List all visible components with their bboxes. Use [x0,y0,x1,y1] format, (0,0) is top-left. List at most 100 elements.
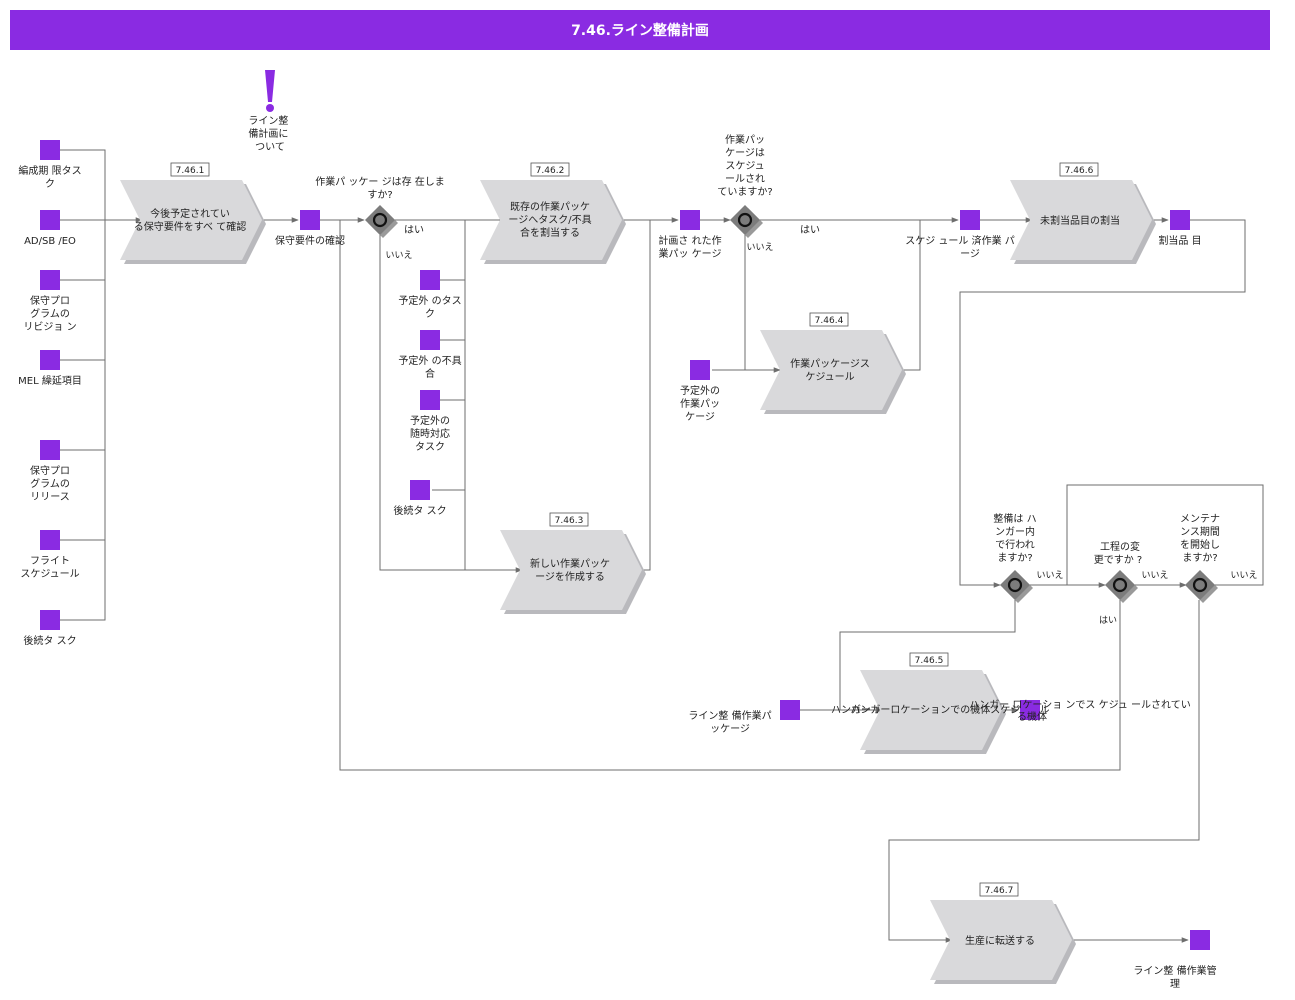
connector-input-1 [60,149,106,220]
page-title: 7.46.ライン整備計画 [10,10,1270,50]
object-label: 割当品 目 [1158,234,1201,247]
assigned-items-object[interactable] [1170,210,1190,230]
gateway-question: メンテナンス期間を開始しますか? [1180,513,1220,564]
scheduled-aircraft-object[interactable] [1020,700,1040,720]
input-objects: 編成期 限タスク AD/SB /EO 保守プログラムのリビジョ ン MEL 繰延… [18,140,82,647]
object-label: 予定外の随時対応タスク [410,414,450,453]
gateway-g2[interactable]: 作業パッケージはスケジュールされていますか? はい いいえ [717,133,820,253]
object-label: ライン整 備作業パッケージ [688,709,771,735]
gateway-g5[interactable]: メンテナンス期間を開始しますか? いいえ [1180,513,1258,603]
planned-package-object[interactable] [680,210,700,230]
gateway-g3[interactable]: 整備は ハンガー内で行われますか? いいえ [993,512,1064,603]
process-ref-label: 7.46.7 [985,886,1014,896]
input-label: MEL 繰延項目 [18,374,82,387]
line-mgmt-object[interactable] [1190,930,1210,950]
gateway-g1[interactable]: 作業パ ッケー ジは存 在しますか? はい いいえ [315,175,445,261]
intermediate-objects: 保守要件の確認 予定外 のタスク 予定外 の不具合 予定外の随時対応タスク 後続… [275,210,1217,990]
input-label: 保守プログラムのリビジョ ン [23,294,76,333]
object-label: 予定外の作業パッケージ [680,384,720,423]
gateway-circle-icon [1192,577,1208,593]
object-label: 予定外 の不具合 [398,354,461,380]
process-7-46-1[interactable]: 7.46.1 今後予定されている保守要件をすべ て確認 [120,162,266,264]
scheduled-package-object[interactable] [960,210,980,230]
input-object-square[interactable] [40,350,60,370]
note-line: 備計画に [248,127,288,140]
gateway-question: 工程の変更ですか ? [1094,540,1143,566]
note-line: ついて [255,142,285,153]
gateway-no-label: いいえ [746,242,773,253]
process-ref-label: 7.46.2 [536,166,565,176]
input-object-square[interactable] [40,440,60,460]
exclamation-dot [266,104,274,112]
process-label: 今後予定されている保守要件をすべ て確認 [134,207,246,233]
process-label: 生産に転送する [965,934,1035,947]
note-line: ライン整 [248,114,288,127]
process-ref-label: 7.46.3 [555,516,584,526]
process-label: 既存の作業パッケージへタスク/不具合を割当する [508,200,591,239]
follow-task-object[interactable] [410,480,430,500]
input-object-square[interactable] [40,530,60,550]
connector-loop-bottom [339,220,1121,771]
exclamation-icon [265,70,275,102]
unplanned-defect-object[interactable] [420,330,440,350]
maint-confirm-object[interactable] [300,210,320,230]
hangar-label: ハンガー [831,704,871,716]
process-7-46-6[interactable]: 7.46.6 未割当品目の割当 [1010,162,1156,264]
gateway-question: 整備は ハンガー内で行われますか? [993,512,1036,564]
connector-g1-no [379,234,523,573]
gateway-yes-label: はい [404,224,424,236]
connector-g5-yes [888,600,1200,943]
process-7-46-5[interactable]: 7.46.5 ハンガーロケーションでの機体スケジュール [850,652,1050,754]
process-7-46-7[interactable]: 7.46.7 生産に転送する [930,882,1076,984]
input-label: 後続タ スク [23,634,76,647]
input-label: 編成期 限タスク [18,164,81,190]
object-label: 計画さ れた作業パッ ケージ [658,234,721,260]
object-label: 予定外 のタスク [398,294,461,320]
input-object-square[interactable] [40,210,60,230]
connector-assigned-to-g3 [959,219,1246,588]
input-label: フライトスケジュール [20,555,79,580]
process-7-46-3[interactable]: 7.46.3 新しい作業パッケージを作成する [500,512,646,614]
process-label: 未割当品目の割当 [1040,214,1120,227]
gateway-question: 作業パ ッケー ジは存 在しますか? [315,175,445,201]
gateway-circle-icon [737,212,753,228]
input-object-square[interactable] [40,140,60,160]
process-7-46-4[interactable]: 7.46.4 作業パッケージスケジュール [760,312,906,414]
process-ref-label: 7.46.4 [815,316,844,326]
input-object-square[interactable] [40,270,60,290]
connector-7464-up [902,220,921,371]
connector-7463-to-package [642,220,651,571]
gateway-circle-icon [1007,577,1023,593]
gateway-yes-label: はい [1099,615,1117,626]
line-package-object[interactable] [780,700,800,720]
connector-g5-no [1066,484,1264,586]
object-label: 保守要件の確認 [275,234,345,247]
unplanned-package-object[interactable] [690,360,710,380]
process-7-46-2[interactable]: 7.46.2 既存の作業パッケージへタスク/不具合を割当する [480,162,626,264]
input-object-square[interactable] [40,610,60,630]
process-label: 新しい作業パッケージを作成する [530,557,610,583]
unplanned-task-object[interactable] [420,270,440,290]
object-label: ハンガー ロケーショ ンでス ケジュ ールされている機体 [969,699,1191,723]
svg-text:ライン整 備計画に ついて: ライン整 備計画に ついて [248,114,291,153]
unplanned-adhoc-object[interactable] [420,390,440,410]
gateway-no-label: いいえ [1230,570,1257,581]
gateway-circle-icon [1112,577,1128,593]
note-annotation[interactable]: ライン整 備計画に ついて [248,70,291,153]
input-label: AD/SB /EO [24,236,76,247]
process-label: ハンガーロケーションでの機体スケジュール [850,703,1049,716]
gateway-circle-icon [372,212,388,228]
gateway-g4[interactable]: 工程の変更ですか ? はい いいえ [1094,540,1169,626]
process-ref-label: 7.46.6 [1065,166,1094,176]
gateway-no-label: いいえ [385,250,412,261]
object-label: 後続タ スク [393,504,446,517]
connector-input-7 [60,220,106,621]
process-ref-label: 7.46.5 [915,656,944,666]
gateway-no-label: いいえ [1141,570,1168,581]
process-ref-label: 7.46.1 [176,166,205,176]
connectors [60,149,1264,943]
gateway-question: 作業パッケージはスケジュールされていますか? [717,133,772,198]
input-label: 保守プログラムのリリース [30,464,70,503]
gateway-yes-label: はい [800,224,820,236]
